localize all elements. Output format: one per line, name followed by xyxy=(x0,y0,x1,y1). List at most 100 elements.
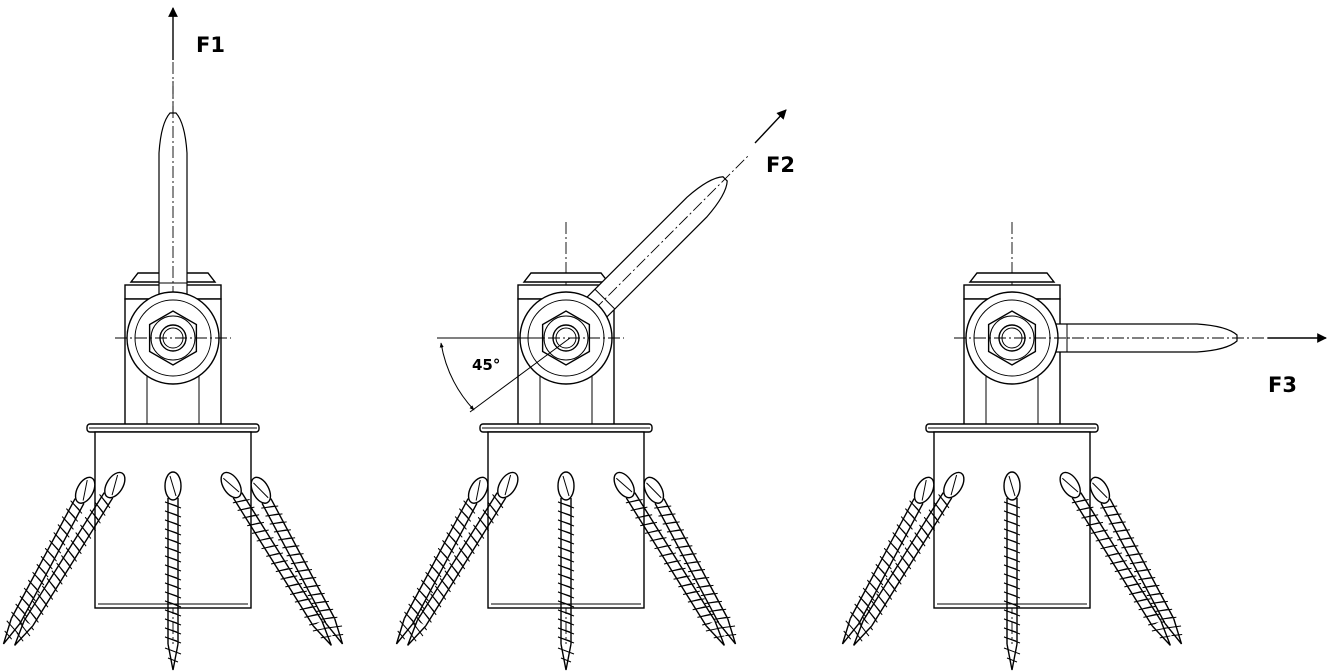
screw-thread xyxy=(914,532,926,547)
screw-thread xyxy=(1003,501,1021,509)
screw-thread xyxy=(557,537,575,545)
screw-tip-thread xyxy=(16,622,31,642)
screw-tip-thread xyxy=(409,622,424,642)
screw-thread xyxy=(89,509,101,524)
screw-thread xyxy=(557,555,575,563)
screw-thread xyxy=(290,561,308,565)
screw-thread xyxy=(303,584,321,589)
screw-thread xyxy=(890,570,902,585)
screw-thread xyxy=(266,552,284,557)
screw-thread xyxy=(442,540,455,554)
screw-thread xyxy=(673,575,691,580)
screw-thread xyxy=(164,510,182,518)
screw-thread xyxy=(164,564,182,572)
screw-thread xyxy=(885,578,897,593)
screw-thread xyxy=(458,547,470,562)
sleeve-cylinder xyxy=(933,431,1091,609)
screw xyxy=(250,476,344,645)
rod-shaft xyxy=(158,112,188,339)
screw-shank-right xyxy=(858,502,924,624)
screw-thread xyxy=(459,508,472,522)
screw-thread xyxy=(56,562,68,577)
hex-nut xyxy=(541,310,591,366)
screw-thread xyxy=(19,595,32,610)
screw-thread xyxy=(1143,613,1161,618)
force-label-f2: F2 xyxy=(766,153,795,177)
screw-thread xyxy=(896,524,909,538)
screw-shank-left xyxy=(625,497,707,627)
screw-thread xyxy=(1003,546,1021,554)
sleeve-cylinder xyxy=(94,431,252,609)
screw-thread xyxy=(37,593,49,608)
anchor-view-f3 xyxy=(841,222,1272,671)
screw-thread xyxy=(449,562,461,577)
screw-thread xyxy=(164,537,182,545)
screw-thread xyxy=(164,519,182,527)
screw-thread xyxy=(46,578,58,593)
screw-thread xyxy=(282,545,300,549)
screw-thread xyxy=(237,506,255,512)
screw-tip xyxy=(1006,643,1018,671)
screw-thread xyxy=(1159,616,1177,620)
force-arrow-f2 xyxy=(754,109,787,144)
sleeve-cylinder xyxy=(487,431,645,609)
screw-shank-left xyxy=(862,492,944,622)
screw-thread xyxy=(66,508,79,522)
screw-tip-thread xyxy=(1164,625,1183,637)
screw-slot xyxy=(616,477,633,493)
screw-slot xyxy=(475,479,481,501)
screw-thread xyxy=(454,516,467,530)
screw-thread xyxy=(273,529,291,533)
screw-thread xyxy=(1125,553,1143,557)
screw-thread xyxy=(307,592,325,597)
bracket-cap xyxy=(522,272,610,283)
screw-thread xyxy=(487,501,499,516)
screw-thread xyxy=(679,553,697,557)
screw-thread xyxy=(1003,537,1021,545)
screw-thread xyxy=(70,500,83,514)
screw-thread xyxy=(682,590,700,595)
screw-thread xyxy=(265,513,283,517)
screw-thread xyxy=(1104,513,1122,517)
screw-thread xyxy=(1129,561,1147,565)
screw-thread xyxy=(164,546,182,554)
screw-thread xyxy=(51,570,63,585)
screw-thread xyxy=(1105,552,1123,557)
screw-thread xyxy=(23,587,36,602)
screw-thread xyxy=(473,524,485,539)
screw xyxy=(2,476,96,645)
screw-thread xyxy=(164,636,182,644)
rod-shaft xyxy=(1011,323,1238,353)
screw-thread xyxy=(27,579,41,594)
screw-thread xyxy=(900,555,912,570)
screw-thread xyxy=(1100,544,1118,550)
screw-thread xyxy=(933,501,945,516)
screw xyxy=(220,471,332,646)
screw-shank-left xyxy=(1071,497,1153,627)
screw-tip-thread xyxy=(4,620,19,640)
screw-slot xyxy=(82,479,88,501)
screw-thread xyxy=(654,544,672,550)
screw-thread xyxy=(1133,569,1152,573)
screw xyxy=(1059,471,1171,646)
screw-shank-right xyxy=(19,502,85,624)
screw-thread xyxy=(294,598,312,603)
screw-thread xyxy=(15,603,28,618)
screw-thread xyxy=(1086,521,1104,527)
screw-thread xyxy=(557,510,575,518)
screw-thread xyxy=(663,560,681,565)
screw-thread xyxy=(905,508,918,522)
screw-thread xyxy=(683,561,701,565)
screw-thread xyxy=(232,499,250,504)
screw-thread xyxy=(1003,510,1021,518)
screw-thread xyxy=(84,516,97,532)
screw-thread xyxy=(40,555,53,570)
rod-collar xyxy=(594,288,616,310)
screw-thread xyxy=(404,611,417,626)
screw-thread xyxy=(928,509,940,524)
screw-thread xyxy=(1121,545,1139,549)
screw-thread xyxy=(294,569,313,573)
screw-slot xyxy=(1008,475,1016,497)
screw-thread xyxy=(1133,598,1151,603)
screw-thread xyxy=(625,499,643,504)
